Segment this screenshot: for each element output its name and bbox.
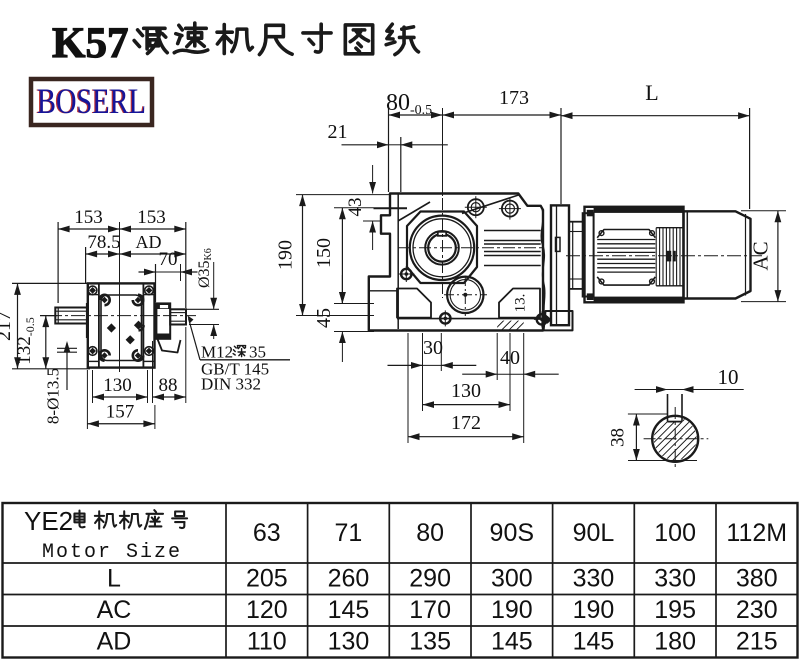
svg-text:190: 190 <box>573 596 615 624</box>
svg-text:8-Ø13.5: 8-Ø13.5 <box>44 368 63 424</box>
svg-text:38: 38 <box>608 428 629 447</box>
svg-text:135: 135 <box>409 628 451 656</box>
svg-text:195: 195 <box>654 596 696 624</box>
svg-text:Motor Size: Motor Size <box>42 541 182 564</box>
svg-text:78.5: 78.5 <box>87 232 120 253</box>
svg-text:AD: AD <box>97 628 132 656</box>
svg-text:260: 260 <box>328 565 370 593</box>
svg-text:AC: AC <box>97 596 132 624</box>
svg-text:205: 205 <box>246 565 288 593</box>
svg-text:63: 63 <box>253 519 281 547</box>
svg-text:GB/T 145: GB/T 145 <box>201 360 269 379</box>
svg-text:K57: K57 <box>52 20 128 67</box>
svg-text:71: 71 <box>335 519 363 547</box>
svg-text:90S: 90S <box>490 519 534 547</box>
svg-text:80-0.5: 80-0.5 <box>386 90 432 118</box>
svg-text:130: 130 <box>103 375 132 396</box>
svg-text:35: 35 <box>249 343 266 362</box>
svg-text:153: 153 <box>74 207 103 228</box>
svg-text:300: 300 <box>491 565 533 593</box>
svg-text:L: L <box>645 80 658 105</box>
svg-text:112M: 112M <box>726 519 787 547</box>
svg-text:100: 100 <box>654 519 696 547</box>
svg-text:230: 230 <box>736 596 778 624</box>
svg-text:173: 173 <box>499 87 529 109</box>
svg-text:70: 70 <box>159 249 178 270</box>
svg-text:40: 40 <box>500 347 520 369</box>
svg-text:145: 145 <box>328 596 370 624</box>
svg-text:170: 170 <box>409 596 451 624</box>
svg-text:153: 153 <box>137 207 166 228</box>
svg-text:80: 80 <box>416 519 444 547</box>
svg-text:190: 190 <box>275 240 297 270</box>
svg-text:13.: 13. <box>513 294 529 313</box>
svg-text:30: 30 <box>423 337 443 359</box>
svg-text:BOSERL: BOSERL <box>37 81 146 121</box>
svg-text:150: 150 <box>313 238 335 268</box>
svg-text:L: L <box>107 565 121 593</box>
svg-text:AD: AD <box>136 232 162 252</box>
svg-text:M12: M12 <box>201 343 233 362</box>
svg-text:130: 130 <box>451 380 481 402</box>
svg-text:172: 172 <box>451 412 481 434</box>
svg-text:380: 380 <box>736 565 778 593</box>
svg-text:110: 110 <box>247 628 287 656</box>
svg-text:YE2: YE2 <box>24 506 73 536</box>
svg-text:330: 330 <box>654 565 696 593</box>
svg-text:120: 120 <box>246 596 288 624</box>
svg-text:145: 145 <box>491 628 533 656</box>
svg-text:43: 43 <box>345 198 366 217</box>
svg-text:DIN 332: DIN 332 <box>201 375 261 394</box>
svg-text:145: 145 <box>573 628 615 656</box>
svg-text:180: 180 <box>654 628 696 656</box>
svg-text:21: 21 <box>328 121 348 143</box>
svg-text:AC: AC <box>749 241 773 270</box>
svg-text:45: 45 <box>313 308 335 328</box>
svg-text:217: 217 <box>0 311 15 341</box>
svg-text:157: 157 <box>106 402 135 423</box>
svg-text:290: 290 <box>409 565 451 593</box>
svg-text:90L: 90L <box>573 519 615 547</box>
svg-text:190: 190 <box>491 596 533 624</box>
svg-text:88: 88 <box>159 375 178 396</box>
svg-text:130: 130 <box>328 628 370 656</box>
svg-text:215: 215 <box>736 628 778 656</box>
svg-text:330: 330 <box>573 565 615 593</box>
svg-text:10: 10 <box>718 365 739 389</box>
